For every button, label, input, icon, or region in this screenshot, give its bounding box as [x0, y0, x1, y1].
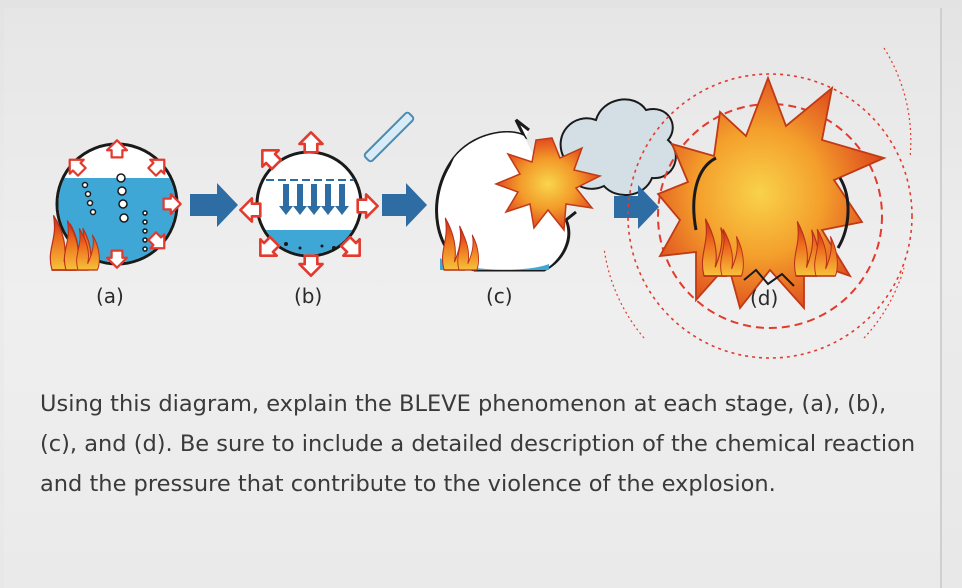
stage-d-vessel-fragment-bottom — [743, 268, 795, 287]
stage-c-fireball — [493, 137, 603, 232]
stage-c-cloud — [559, 98, 677, 197]
stage-d-explosion — [603, 47, 913, 359]
stage-b-bubbles — [284, 242, 336, 250]
stage-label-b: (b) — [294, 284, 323, 308]
stage-d-fireball — [656, 75, 887, 311]
stage-b-downward-arrows — [279, 184, 349, 215]
stage-b-vessel — [239, 111, 415, 277]
stage-d-vessel-fragment-left — [692, 156, 717, 231]
stage-a-vessel — [49, 139, 182, 271]
stage-a-bubbles — [81, 173, 148, 252]
stage-label-d: (d) — [750, 286, 779, 310]
arrow-c-to-d — [614, 185, 659, 229]
stage-c-vessel — [435, 98, 677, 272]
stage-label-a: (a) — [96, 284, 124, 308]
stage-b-relief-valve — [363, 111, 415, 163]
stage-d-vessel-fragment-right — [836, 177, 850, 249]
question-text: Using this diagram, explain the BLEVE ph… — [40, 391, 916, 497]
bleve-diagram — [49, 47, 913, 359]
stage-d-shockwave-outer — [627, 73, 913, 359]
arrow-b-to-c — [382, 183, 427, 227]
question-card: (a) (b) (c) (d) Using this diagram, expl… — [4, 8, 942, 588]
arrow-a-to-b — [190, 183, 238, 227]
stage-label-c: (c) — [486, 284, 513, 308]
